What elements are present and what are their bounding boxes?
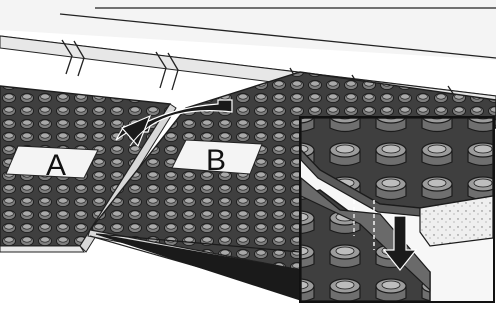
- panel-b-label: B: [171, 139, 263, 177]
- floor: [0, 228, 496, 321]
- curved-arrow-icon: [115, 99, 233, 148]
- insulation-layer: [419, 195, 493, 247]
- panel-a-label-text: A: [46, 149, 66, 182]
- down-arrow-icon: [382, 215, 418, 271]
- detail-inset: [299, 116, 495, 303]
- wall-top-line: [59, 13, 496, 59]
- panel-b-label-text: B: [206, 144, 226, 177]
- panel-a-label: A: [5, 145, 99, 182]
